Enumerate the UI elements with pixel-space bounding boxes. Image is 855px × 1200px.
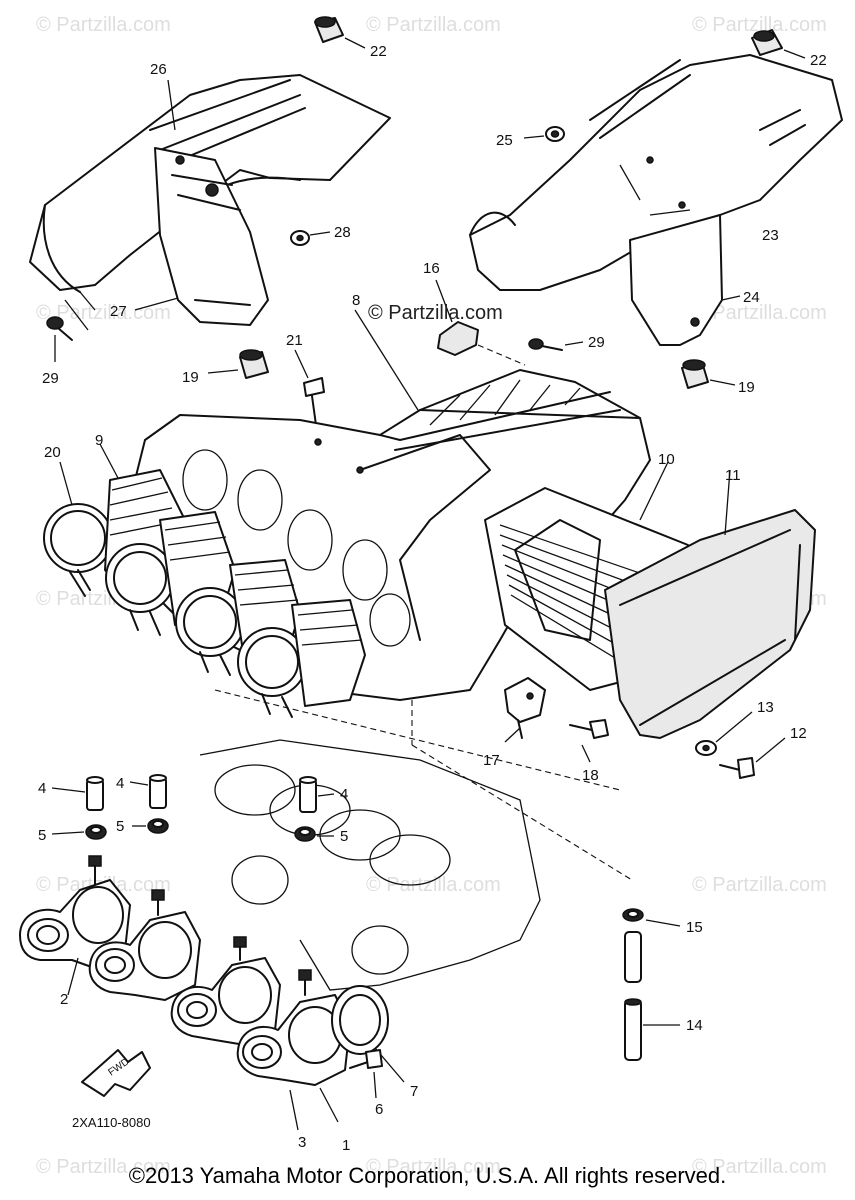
part-9-carburetor-joint[interactable] — [237, 599, 366, 718]
callout-2: 2 — [60, 991, 68, 1008]
leader-line — [167, 79, 176, 131]
part-11-air-box-cover[interactable] — [604, 469, 816, 739]
callout-15: 15 — [686, 919, 703, 936]
callout-24: 24 — [743, 289, 760, 306]
callout-labels: 1 2 3 4 4 4 5 5 5 6 7 8 9 10 11 12 13 14… — [38, 43, 827, 1154]
part-27-duct-bracket[interactable] — [154, 147, 269, 326]
part-2-intake-manifold[interactable] — [170, 936, 281, 1046]
part-21-bolt[interactable] — [294, 349, 325, 426]
callout-29: 29 — [42, 370, 59, 387]
part-14-hose[interactable] — [624, 931, 680, 1061]
part-23-right-duct-cover[interactable] — [469, 54, 843, 291]
callout-8: 8 — [352, 292, 360, 309]
callout-6: 6 — [375, 1101, 383, 1118]
watermark: © Partzilla.com — [692, 874, 827, 896]
part-25-nut[interactable] — [523, 126, 565, 142]
callout-9: 9 — [95, 432, 103, 449]
part-6-bolt[interactable] — [349, 1049, 383, 1099]
callout-10: 10 — [658, 451, 675, 468]
callout-5: 5 — [38, 827, 46, 844]
callout-3: 3 — [298, 1134, 306, 1151]
part-20-hose-clamp[interactable] — [43, 461, 113, 597]
part-24-duct-panel[interactable] — [629, 214, 741, 346]
part-4-cap[interactable] — [299, 776, 335, 813]
callout-1: 1 — [342, 1137, 350, 1154]
callout-25: 25 — [496, 132, 513, 149]
part-16-cap[interactable] — [435, 279, 526, 366]
callout-20: 20 — [44, 444, 61, 461]
assembly-guide-line — [214, 689, 621, 791]
leader-line — [134, 297, 179, 311]
part-5-clamp[interactable] — [132, 818, 169, 834]
callout-4: 4 — [116, 775, 124, 792]
callout-4: 4 — [38, 780, 46, 797]
part-22-grommet[interactable] — [314, 16, 366, 49]
watermark: © Partzilla.com — [692, 14, 827, 36]
callout-14: 14 — [686, 1017, 703, 1034]
copyright-notice: ©2013 Yamaha Motor Corporation, U.S.A. A… — [128, 1163, 727, 1188]
callout-21: 21 — [286, 332, 303, 349]
watermark: © Partzilla.com — [36, 302, 171, 324]
callout-19: 19 — [182, 369, 199, 386]
part-29-screw[interactable] — [528, 338, 584, 351]
callout-17: 17 — [483, 752, 500, 769]
part-12-screw[interactable] — [719, 737, 786, 779]
watermark: © Partzilla.com — [36, 14, 171, 36]
watermark: © Partzilla.com — [692, 302, 827, 324]
part-17-bracket[interactable] — [504, 677, 546, 743]
callout-7: 7 — [410, 1083, 418, 1100]
callout-11: 11 — [725, 467, 741, 484]
callout-5: 5 — [340, 828, 348, 845]
watermark: © Partzilla.com — [692, 1156, 827, 1178]
callout-12: 12 — [790, 725, 807, 742]
callout-16: 16 — [423, 260, 440, 277]
part-19-grommet[interactable] — [681, 359, 736, 389]
watermark: © Partzilla.com — [366, 874, 501, 896]
part-7-manifold-clamp[interactable] — [331, 985, 405, 1083]
callout-26: 26 — [150, 61, 167, 78]
watermark: © Partzilla.com — [366, 14, 501, 36]
callout-19: 19 — [738, 379, 755, 396]
callout-23: 23 — [762, 227, 779, 244]
callout-18: 18 — [582, 767, 599, 784]
callout-4: 4 — [340, 786, 348, 803]
part-22-grommet[interactable] — [751, 29, 806, 59]
part-13-washer[interactable] — [695, 711, 753, 756]
part-4-cap[interactable] — [51, 776, 104, 811]
watermark: © Partzilla.com — [366, 1156, 501, 1178]
part-29-screw[interactable] — [46, 316, 73, 362]
watermark: © Partzilla.com — [36, 1156, 171, 1178]
engine-block-outline — [199, 739, 541, 991]
callout-29: 29 — [588, 334, 605, 351]
part-28-washer[interactable] — [290, 230, 331, 246]
callout-22: 22 — [370, 43, 387, 60]
part-4-cap[interactable] — [129, 774, 167, 809]
diagram-code: 2XA110-8080 — [72, 1115, 151, 1130]
part-19-grommet[interactable] — [207, 349, 269, 379]
part-2-intake-manifold[interactable] — [236, 969, 351, 1131]
part-18-bolt[interactable] — [569, 719, 609, 763]
callout-5: 5 — [116, 818, 124, 835]
callout-13: 13 — [757, 699, 774, 716]
part-5-clamp[interactable] — [51, 824, 107, 840]
part-15-clip[interactable] — [622, 908, 681, 927]
callout-28: 28 — [334, 224, 351, 241]
center-watermark: © Partzilla.com — [368, 302, 503, 324]
part-5-clamp[interactable] — [294, 826, 334, 842]
part-2-intake-manifold[interactable] — [88, 889, 201, 1001]
callout-27: 27 — [110, 303, 127, 320]
forward-arrow-icon: FWD — [81, 1049, 151, 1097]
callout-22: 22 — [810, 52, 827, 69]
